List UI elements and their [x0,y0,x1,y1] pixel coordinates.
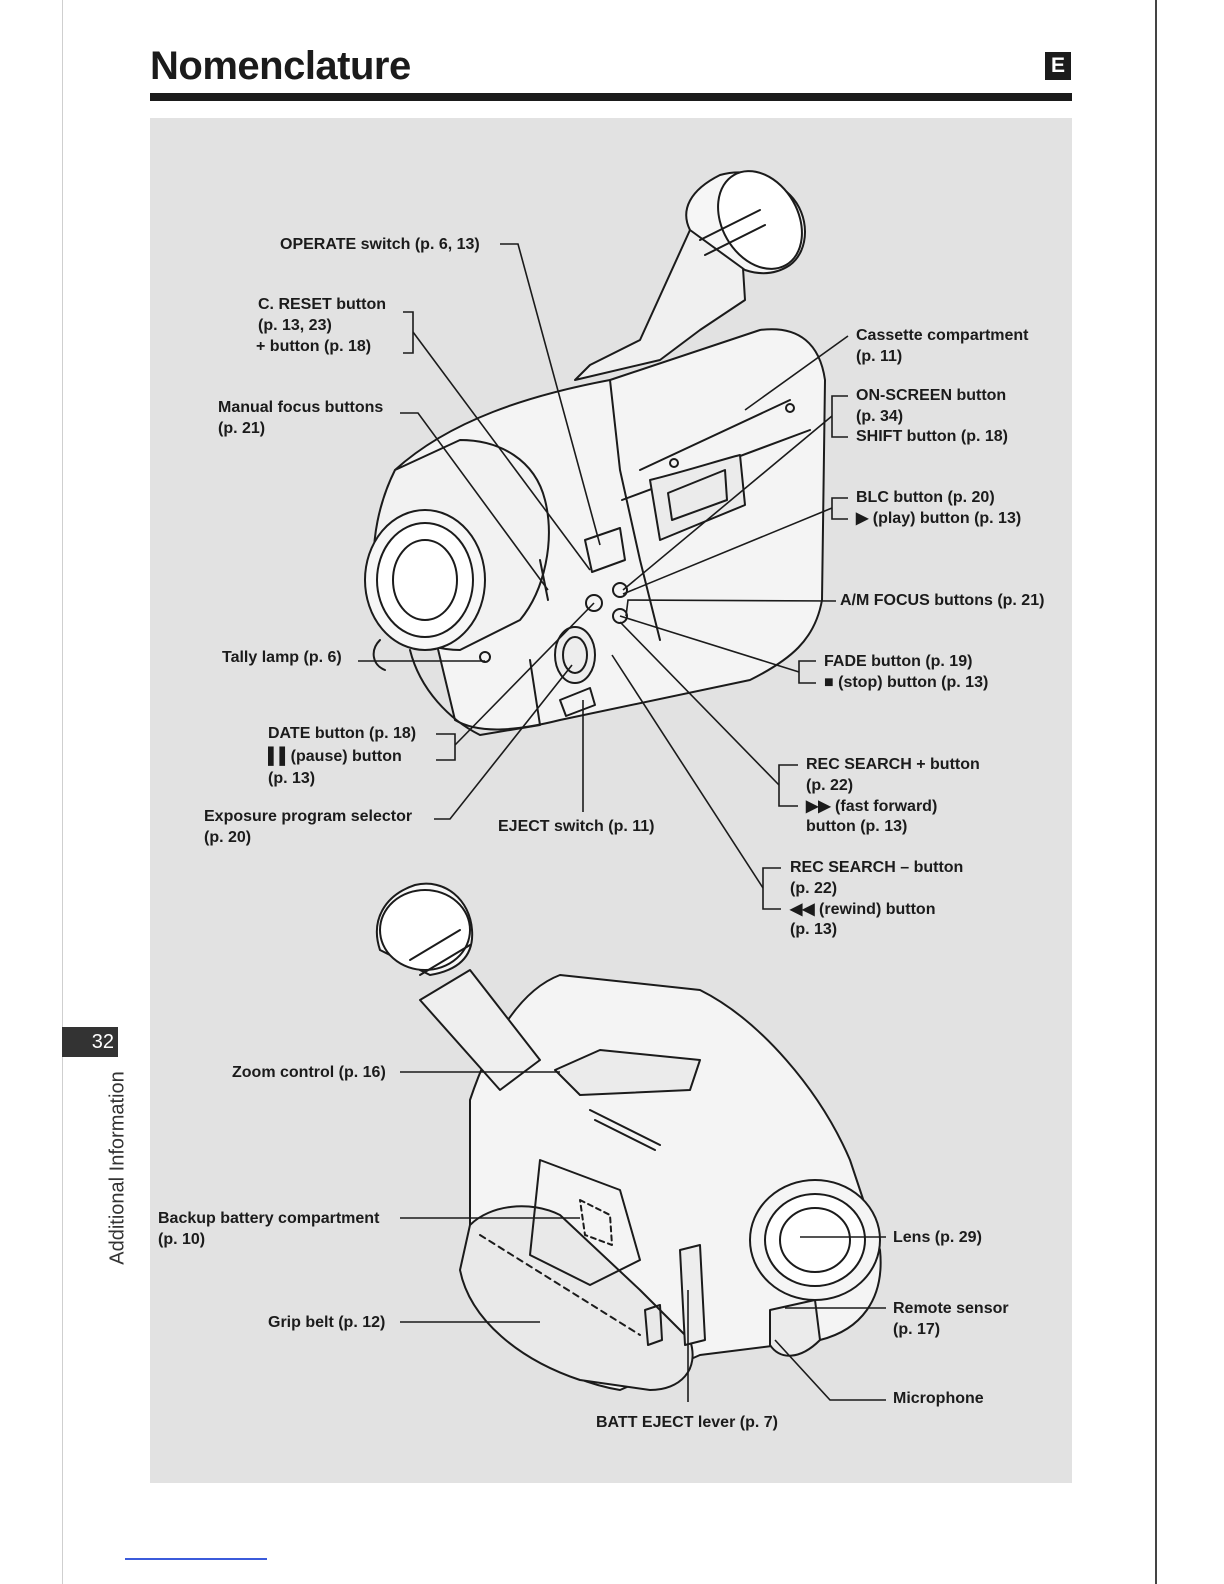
lower-camcorder-illustration [375,882,882,1391]
section-tab: Additional Information [106,1071,129,1265]
label-rewind-page: (p. 13) [790,921,838,938]
label-rewind-button: ◀◀ (rewind) button [790,901,936,918]
label-rec-search-plus-page: (p. 22) [806,777,854,794]
label-pause-button: ▌▌(pause) button [268,748,402,765]
label-eject-switch: EJECT switch (p. 11) [498,818,655,835]
upper-camcorder-illustration [364,170,826,736]
label-rec-search-plus: REC SEARCH + button [806,756,980,773]
label-date-button: DATE button (p. 18) [268,725,417,742]
page-number: 32 [62,1027,118,1057]
label-onscreen-page: (p. 34) [856,408,904,425]
label-tally-lamp: Tally lamp (p. 6) [222,649,342,666]
label-blc-button: BLC button (p. 20) [856,489,995,506]
leader-lines [358,243,886,1402]
label-cassette-compartment: Cassette compartment [856,327,1029,344]
label-pause-page: (p. 13) [268,770,316,787]
label-microphone: Microphone [893,1390,984,1407]
label-am-focus-buttons: A/M FOCUS buttons (p. 21) [840,592,1045,609]
footer-link-line [125,1558,267,1560]
label-rec-search-minus: REC SEARCH – button [790,859,964,876]
label-manual-focus-page: (p. 21) [218,420,266,437]
label-shift-button: SHIFT button (p. 18) [856,428,1008,445]
page-left-edge [62,0,63,1584]
label-fast-forward: ▶▶ (fast forward) [806,798,938,815]
label-backup-battery: Backup battery compartment [158,1210,380,1227]
label-fade-button: FADE button (p. 19) [824,653,973,670]
label-stop-button: ■ (stop) button (p. 13) [824,674,989,691]
label-exposure-selector: Exposure program selector [204,808,413,825]
label-rec-search-minus-page: (p. 22) [790,880,838,897]
page-right-edge [1155,0,1157,1584]
label-exposure-page: (p. 20) [204,829,252,846]
label-manual-focus: Manual focus buttons [218,399,384,416]
label-batt-eject: BATT EJECT lever (p. 7) [596,1414,778,1431]
camcorder-diagram [358,170,886,1402]
label-zoom-control: Zoom control (p. 16) [232,1064,386,1081]
label-backup-battery-page: (p. 10) [158,1231,206,1248]
language-badge: E [1045,52,1071,80]
label-remote-sensor: Remote sensor [893,1300,1009,1317]
title-rule [150,93,1072,101]
label-fast-forward-page: button (p. 13) [806,818,908,835]
illustration-panel: OPERATE switch (p. 6, 13) C. RESET butto… [150,118,1072,1483]
page-title: Nomenclature [150,44,411,88]
label-onscreen-button: ON-SCREEN button [856,387,1007,404]
label-lens: Lens (p. 29) [893,1229,982,1246]
label-creset-button: C. RESET button [258,296,386,313]
label-operate-switch: OPERATE switch (p. 6, 13) [280,236,480,253]
label-remote-sensor-page: (p. 17) [893,1321,941,1338]
label-grip-belt: Grip belt (p. 12) [268,1314,386,1331]
label-cassette-page: (p. 11) [856,348,903,365]
label-play-button: ▶ (play) button (p. 13) [856,510,1022,527]
label-creset-pages: (p. 13, 23) [258,317,332,334]
label-plus-button: + button (p. 18) [256,338,372,355]
